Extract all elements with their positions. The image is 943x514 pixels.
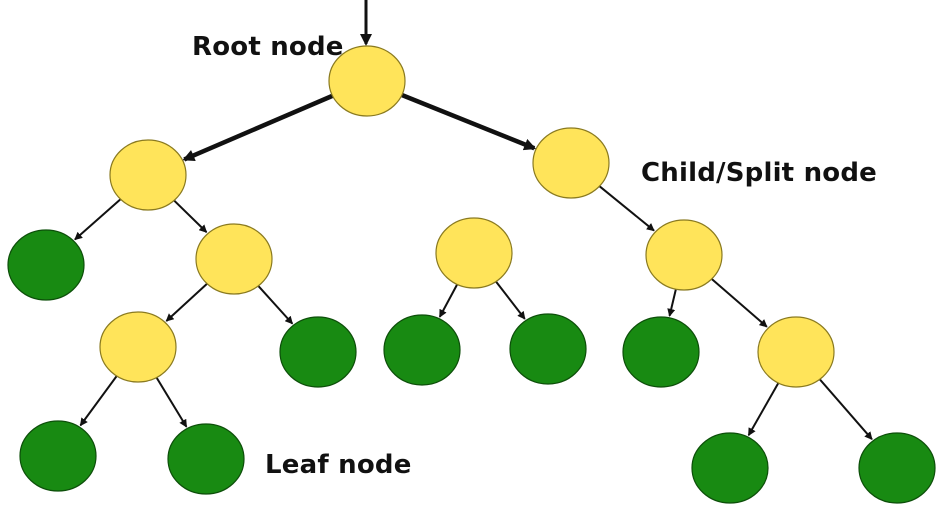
leaf-node-lrll — [19, 420, 97, 492]
split-node-rr — [645, 219, 723, 291]
root-node-root — [328, 45, 406, 117]
edge-arrow-l-to-ll — [74, 197, 123, 241]
split-node-rl — [435, 217, 513, 289]
leaf-node-rlr — [509, 313, 587, 385]
split-node-lr — [195, 223, 273, 295]
leaf-node-rrrl — [691, 432, 769, 504]
leaf-node-ll — [7, 229, 85, 301]
split-node-rrr — [757, 316, 835, 388]
edge-arrow-rr-to-rrl — [667, 287, 678, 317]
leaf-node-rll — [383, 314, 461, 386]
edge-arrow-r-to-rr — [597, 184, 655, 232]
leaf-node-lrlr — [167, 423, 245, 495]
edge-arrow-root-to-l — [182, 92, 336, 162]
leaf-node-label: Leaf node — [265, 450, 412, 480]
edge-arrow-lr-to-lrl — [165, 281, 210, 322]
child-split-node-label: Child/Split node — [641, 158, 877, 188]
edge-arrow-rrr-to-rrrr — [817, 377, 873, 440]
edge-arrow-rl-to-rlr — [493, 279, 526, 320]
leaf-node-rrrr — [858, 432, 936, 504]
edge-arrow-root-to-r — [399, 92, 537, 151]
edge-arrow-rrr-to-rrrl — [747, 380, 781, 437]
edge-arrow-lrl-to-lrlr — [154, 375, 188, 428]
edge-arrow-lr-to-lrr — [256, 283, 294, 325]
split-node-l — [109, 139, 187, 211]
edge-arrow-rr-to-rrr — [709, 276, 768, 328]
edge-arrow-l-to-lr — [171, 198, 208, 233]
edge-arrow-lrl-to-lrll — [79, 373, 119, 427]
nodes-layer — [7, 45, 936, 504]
leaf-node-lrr — [279, 316, 357, 388]
split-node-r — [532, 127, 610, 199]
edges-layer — [74, 0, 873, 440]
root-node-label: Root node — [192, 32, 344, 62]
edge-arrow-rl-to-rll — [438, 282, 460, 318]
leaf-node-rrl — [622, 316, 700, 388]
split-node-lrl — [99, 311, 177, 383]
